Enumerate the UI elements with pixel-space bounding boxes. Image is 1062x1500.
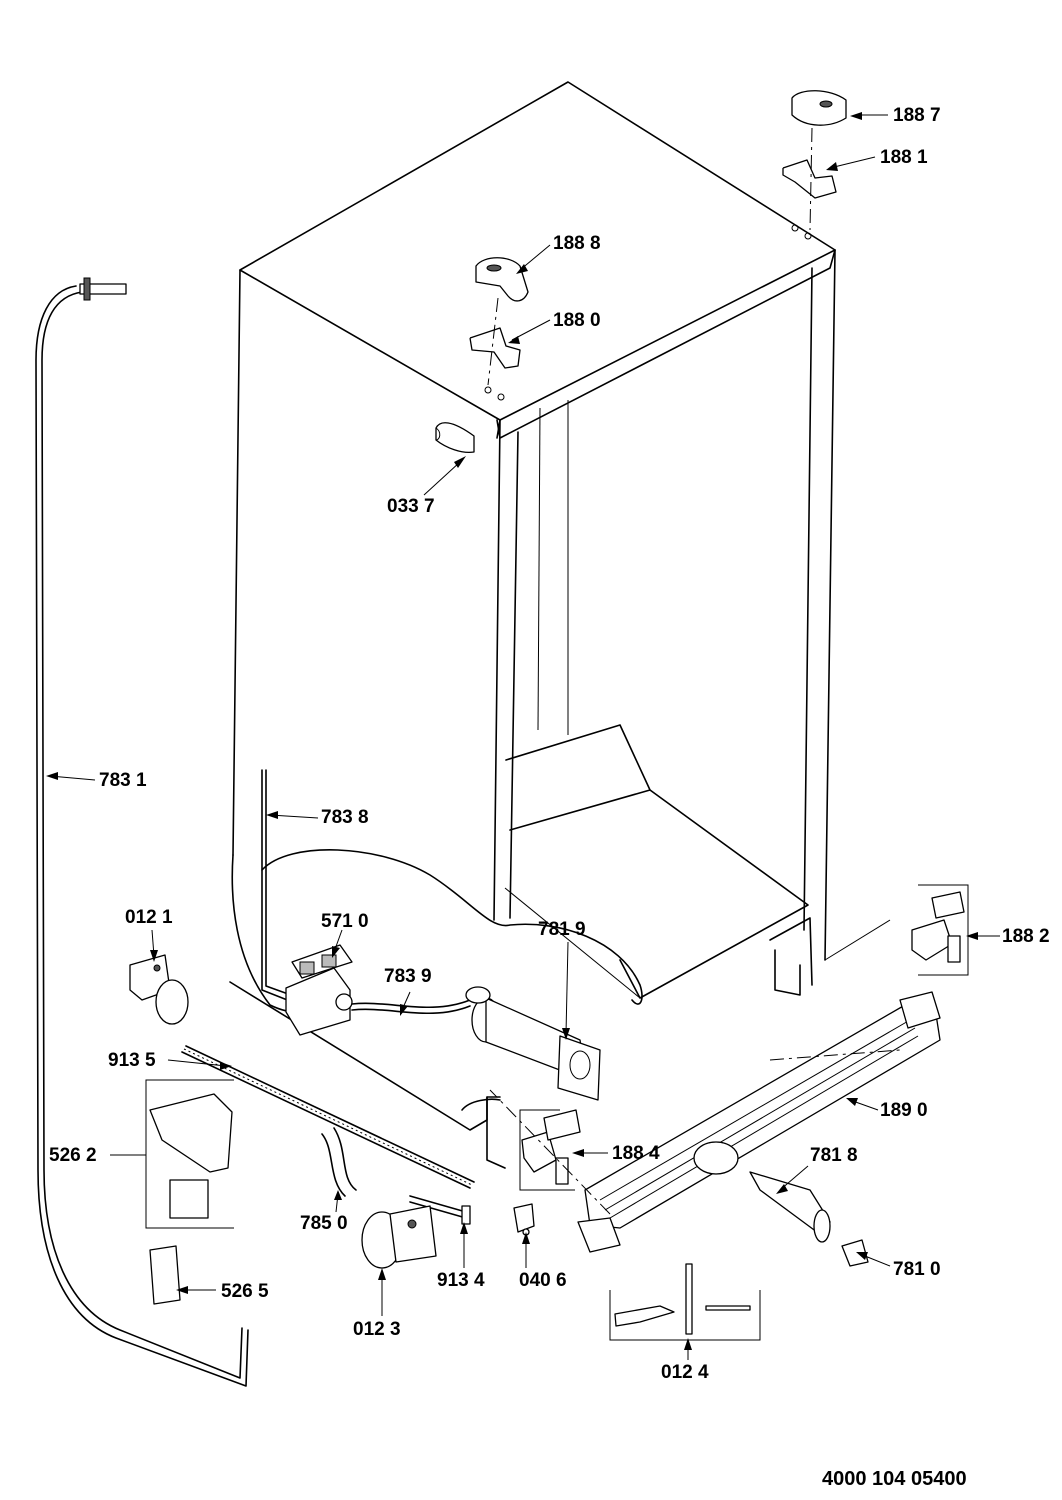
callout-571-0: 571 0 [321, 911, 369, 932]
roller-012-1 [129, 954, 189, 1025]
leader-lines [46, 112, 1000, 1360]
callout-785-0: 785 0 [300, 1213, 348, 1234]
callout-040-6: 040 6 [519, 1270, 567, 1291]
callout-913-4: 913 4 [437, 1270, 485, 1291]
callout-188-0: 188 0 [553, 310, 601, 331]
callout-188-1: 188 1 [880, 147, 928, 168]
callout-913-5: 913 5 [108, 1050, 156, 1071]
callout-783-9: 783 9 [384, 966, 432, 987]
roller-012-3 [361, 1205, 437, 1269]
callout-188-2: 188 2 [1002, 926, 1050, 947]
callout-783-8: 783 8 [321, 807, 369, 828]
callout-033-7: 033 7 [387, 496, 435, 517]
callout-012-4: 012 4 [661, 1362, 709, 1383]
callout-188-8: 188 8 [553, 233, 601, 254]
callout-783-1: 783 1 [99, 770, 147, 791]
drawing-number: 4000 104 05400 [822, 1468, 967, 1490]
filter-housing-781-9 [465, 986, 601, 1101]
callout-188-4: 188 4 [612, 1143, 660, 1164]
callout-012-1: 012 1 [125, 907, 173, 928]
callout-781-0: 781 0 [893, 1259, 941, 1280]
valve-571 [285, 944, 353, 1036]
base-rail-189-0 [489, 991, 941, 1253]
cabinet [35, 81, 969, 1387]
callout-781-9: 781 9 [538, 919, 586, 940]
callout-781-8: 781 8 [810, 1145, 858, 1166]
callout-012-3: 012 3 [353, 1319, 401, 1340]
callout-526-2: 526 2 [49, 1145, 97, 1166]
callout-188-7: 188 7 [893, 105, 941, 126]
callout-189-0: 189 0 [880, 1100, 928, 1121]
callout-526-5: 526 5 [221, 1281, 269, 1302]
